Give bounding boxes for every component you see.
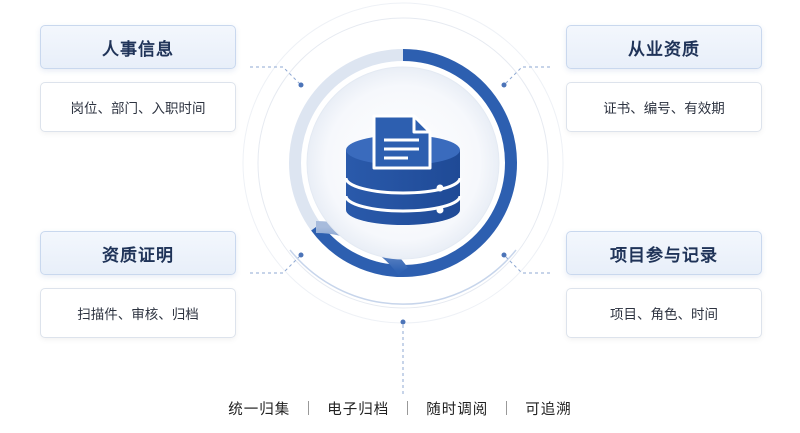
card-desc-qualification: 证书、编号、有效期 — [566, 82, 762, 132]
card-title-certificate: 资质证明 — [40, 231, 236, 275]
dot-bottom — [400, 319, 406, 325]
main-ring-arc — [311, 49, 517, 277]
connector-dots — [298, 82, 507, 325]
card-title-project: 项目参与记录 — [566, 231, 762, 275]
card-desc-project: 项目、角色、时间 — [566, 288, 762, 338]
connector-certificate — [250, 255, 301, 274]
database-document-icon — [344, 114, 462, 225]
connector-hr — [250, 66, 301, 85]
card-desc-hr: 岗位、部门、入职时间 — [40, 82, 236, 132]
feature-item: 电子归档 — [327, 401, 390, 418]
dot-qualification — [501, 82, 507, 88]
feature-separator — [407, 401, 409, 415]
card-title-hr: 人事信息 — [40, 25, 236, 69]
connectors — [250, 66, 550, 395]
dot-certificate — [298, 252, 304, 258]
feature-separator — [308, 401, 310, 415]
feature-bar: 统一归集 电子归档 随时调阅 可追溯 — [200, 392, 600, 424]
feature-separator — [506, 401, 508, 415]
feature-item: 可追溯 — [525, 401, 572, 418]
connector-qualification — [504, 66, 550, 85]
connector-project — [504, 255, 550, 274]
outer-ring — [257, 17, 549, 309]
card-desc-certificate: 扫描件、审核、归档 — [40, 288, 236, 338]
dot-hr — [298, 82, 304, 88]
dot-project — [501, 252, 507, 258]
card-title-qualification: 从业资质 — [566, 25, 762, 69]
feature-item: 统一归集 — [228, 401, 291, 418]
outer-arc-accent — [289, 249, 517, 305]
feature-item: 随时调阅 — [426, 401, 489, 418]
